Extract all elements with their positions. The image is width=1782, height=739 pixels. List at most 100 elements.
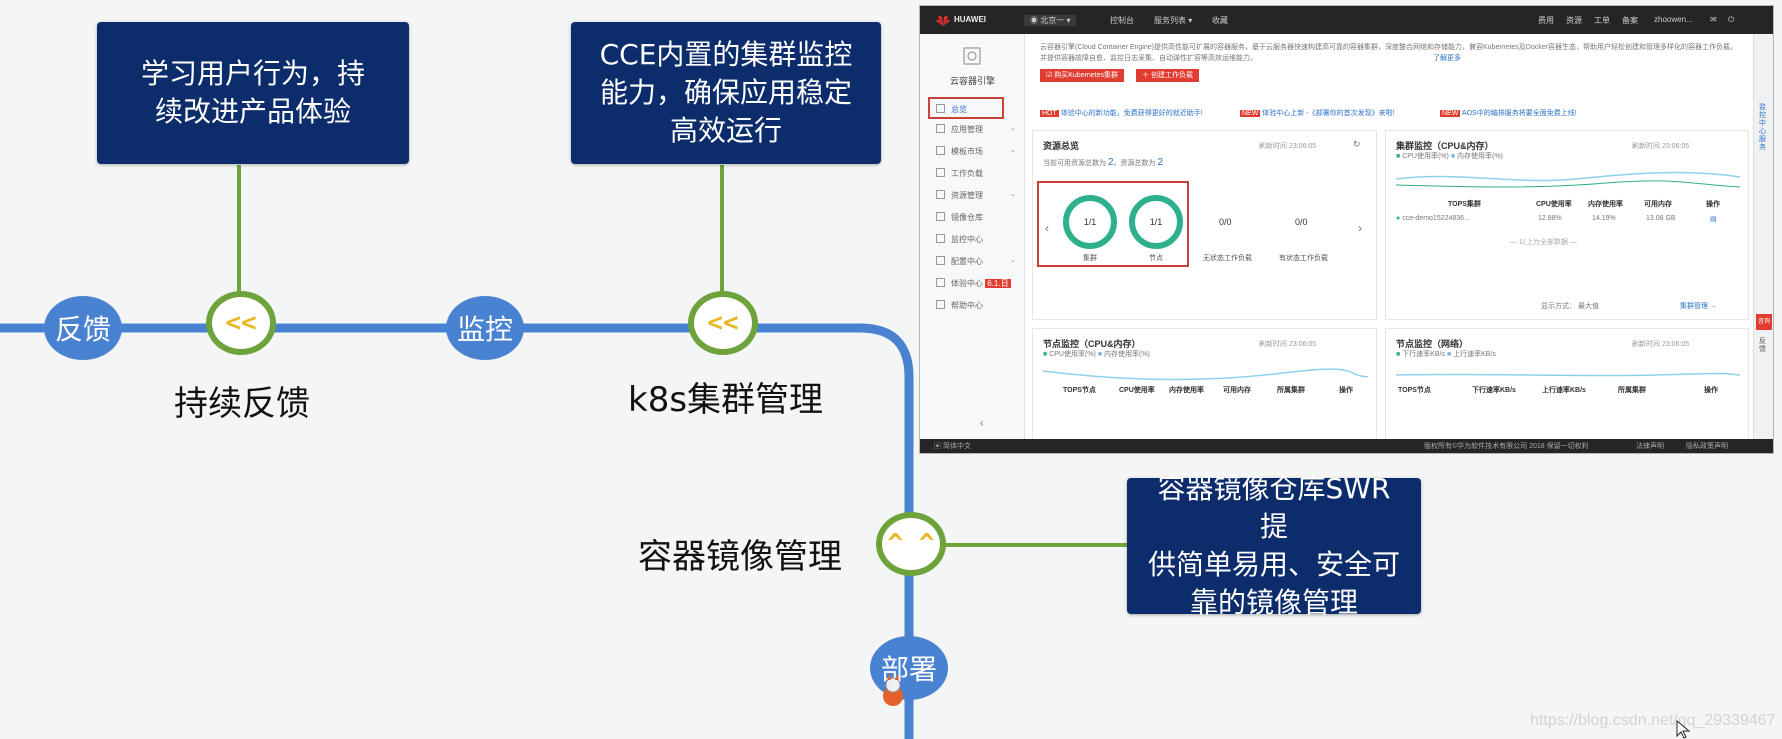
node-net-th-op: 操作 bbox=[1704, 387, 1718, 394]
experience-badge: 6.1.日 bbox=[985, 279, 1011, 288]
nav-filing[interactable]: 备案 bbox=[1622, 16, 1638, 25]
cluster-th-mem: 内存使用率 bbox=[1588, 201, 1623, 208]
image-repo-icon bbox=[936, 212, 945, 221]
chevron-down-icon: ⌄ bbox=[1010, 147, 1016, 154]
gauge-stateless-label: 无状态工作负载 bbox=[1203, 255, 1252, 262]
copyright: 版权所有©华为软件技术有限公司 2018 保留一切权利 bbox=[1424, 443, 1589, 450]
news-new-1[interactable]: NEW 体验中心上新 -《部署你的首次发现》来啦! bbox=[1240, 110, 1395, 117]
legal-link[interactable]: 法律声明 bbox=[1636, 443, 1664, 450]
gauge-stateless: 0/0 bbox=[1219, 217, 1232, 227]
highlight-gauges bbox=[1037, 181, 1189, 267]
console-bottombar: ▣ 简体中文 版权所有©华为软件技术有限公司 2018 保留一切权利 法律声明 … bbox=[920, 439, 1773, 453]
cluster-row-avail: 13.08 GB bbox=[1646, 215, 1676, 222]
prev-arrow-icon[interactable]: ‹ bbox=[1045, 221, 1049, 235]
nav-fee[interactable]: 费用 bbox=[1538, 16, 1554, 25]
cluster-legend: ■ CPU使用率(%) ■ 内存使用率(%) bbox=[1396, 153, 1503, 160]
callout-learn-line2: 续改进产品体验 bbox=[154, 95, 351, 128]
brand-name: HUAWEI bbox=[954, 15, 986, 24]
privacy-link[interactable]: 隐私政策声明 bbox=[1686, 443, 1728, 450]
sidebar-item-help[interactable]: 帮助中心 bbox=[936, 300, 983, 311]
gauge-stateful-label: 有状态工作负载 bbox=[1279, 255, 1328, 262]
monitor-icon bbox=[936, 234, 945, 243]
node-image-mgmt: ^ ^ bbox=[876, 512, 946, 576]
cce-console-screenshot: HUAWEI ◉ 北京一 ▾ 控制台 服务列表 ▾ 收藏 费用 资源 工单 备案… bbox=[919, 5, 1774, 454]
app-mgmt-icon bbox=[936, 124, 945, 133]
cluster-mgmt-link[interactable]: 集群管理 → bbox=[1680, 303, 1717, 310]
nav-resource[interactable]: 资源 bbox=[1566, 16, 1582, 25]
callout-learn-behavior: 学习用户行为，持 续改进产品体验 bbox=[97, 22, 409, 164]
cce-logo-icon bbox=[963, 47, 981, 65]
sidebar-item-image-repo[interactable]: 镜像仓库 bbox=[936, 212, 983, 223]
node-net-th-name: TOPS节点 bbox=[1398, 387, 1431, 394]
language-selector[interactable]: ▣ 简体中文 bbox=[934, 443, 971, 450]
sidebar-item-experience[interactable]: 体验中心 6.1.日 bbox=[936, 278, 1011, 289]
mascot-icon bbox=[883, 674, 903, 706]
node-cpu-panel: 节点监控（CPU&内存） 刷新时间 23:06:05 ■ CPU使用率(%) ■… bbox=[1032, 328, 1377, 440]
cluster-row-mem: 14.19% bbox=[1592, 215, 1616, 222]
console-sidebar: 云容器引擎 总览 应用管理 ⌄ 模板市场 ⌄ 工作负载 资源管理 ⌄ 镜像仓库 … bbox=[920, 34, 1025, 439]
callout-swr-line2: 供简单易用、安全可 bbox=[1147, 548, 1400, 581]
node-net-legend: ■ 下行速率KB/s ■ 上行速率KB/s bbox=[1396, 351, 1496, 358]
console-right-rail: 监控中心服务 咨询 反馈 bbox=[1753, 34, 1773, 439]
gauge-node-label: 节点 bbox=[1149, 255, 1163, 262]
node-net-th-cluster: 所属集群 bbox=[1618, 387, 1646, 394]
sidebar-item-overview[interactable]: 总览 bbox=[936, 104, 967, 115]
node-net-th-up: 上行速率KB/s bbox=[1542, 387, 1586, 394]
sidebar-title: 云容器引擎 bbox=[950, 76, 996, 86]
next-arrow-icon[interactable]: › bbox=[1358, 221, 1362, 235]
news-hot[interactable]: HOT 体验中心的新功能，免费获得更好的就近助手! bbox=[1040, 110, 1203, 117]
workload-icon bbox=[936, 168, 945, 177]
main-line bbox=[0, 323, 914, 739]
node-net-sparkline bbox=[1396, 372, 1740, 377]
cluster-monitor-panel: 集群监控（CPU&内存） 刷新时间 23:06:05 ■ CPU使用率(%) ■… bbox=[1385, 130, 1749, 320]
callout-cce-line2: 能力，确保应用稳定 bbox=[599, 76, 852, 109]
collapse-sidebar-icon[interactable]: ‹ bbox=[980, 418, 984, 429]
callout-swr: 容器镜像仓库SWR提 供简单易用、安全可 靠的镜像管理 bbox=[1127, 472, 1421, 619]
gauge-cluster: 1/1 bbox=[1063, 195, 1117, 249]
power-icon[interactable]: ⏻ bbox=[1728, 15, 1735, 24]
node-net-title: 节点监控（网络） bbox=[1396, 339, 1469, 349]
node-k8s-cluster: << bbox=[688, 291, 758, 355]
node-cpu-th-cpu: CPU使用率 bbox=[1119, 387, 1155, 394]
cluster-th-name: TOPS集群 bbox=[1448, 201, 1481, 208]
rail-feedback[interactable]: 反馈 bbox=[1759, 338, 1766, 353]
create-workload-button[interactable]: ＋ 创建工作负载 bbox=[1136, 69, 1199, 82]
node-cpu-title: 节点监控（CPU&内存） bbox=[1043, 339, 1141, 349]
node-cpu-legend: ■ CPU使用率(%) ■ 内存使用率(%) bbox=[1043, 351, 1150, 358]
help-icon bbox=[936, 300, 945, 309]
station-feedback: 反馈 bbox=[44, 296, 122, 360]
cluster-footer-display: 显示方式： 最大值 bbox=[1541, 303, 1599, 310]
rail-consult[interactable]: 咨询 bbox=[1756, 314, 1772, 330]
learn-more-link[interactable]: 了解更多 bbox=[1430, 53, 1461, 63]
nav-ticket[interactable]: 工单 bbox=[1594, 16, 1610, 25]
refresh-icon[interactable]: ↻ bbox=[1353, 139, 1361, 149]
callout-swr-line1: 容器镜像仓库SWR提 bbox=[1157, 472, 1391, 543]
label-k8s-cluster: k8s集群管理 bbox=[628, 380, 824, 420]
sidebar-item-template[interactable]: 模板市场 bbox=[936, 146, 983, 157]
sidebar-item-app-mgmt[interactable]: 应用管理 bbox=[936, 124, 983, 135]
buy-cluster-button[interactable]: ☑ 购买Kubernetes集群 bbox=[1040, 69, 1125, 82]
message-icon[interactable]: ✉ bbox=[1710, 15, 1717, 24]
callout-swr-line3: 靠的镜像管理 bbox=[1189, 586, 1358, 619]
sidebar-item-config[interactable]: 配置中心 bbox=[936, 256, 983, 267]
mouse-cursor-icon bbox=[1676, 720, 1691, 739]
chevron-down-icon: ⌄ bbox=[1010, 191, 1016, 198]
nav-console[interactable]: 控制台 bbox=[1110, 16, 1134, 25]
nav-service-list[interactable]: 服务列表 ▾ bbox=[1154, 16, 1193, 25]
sidebar-item-monitor[interactable]: 监控中心 bbox=[936, 234, 983, 245]
resource-summary: 当前可用资源总数为 2，资源总数为 2 bbox=[1043, 157, 1164, 168]
user-menu[interactable]: zhoowen... bbox=[1654, 15, 1693, 24]
nav-favorites[interactable]: 收藏 bbox=[1212, 16, 1228, 25]
sidebar-item-workload[interactable]: 工作负载 bbox=[936, 168, 983, 179]
cluster-row-op-icon[interactable]: ▤ bbox=[1710, 216, 1717, 223]
region-selector[interactable]: ◉ 北京一 ▾ bbox=[1024, 15, 1077, 26]
rail-monitor[interactable]: 监控中心服务 bbox=[1759, 104, 1766, 151]
news-new-2[interactable]: NEW AOS中的编排服务将要全面免费上线! bbox=[1440, 110, 1577, 117]
cluster-th-op: 操作 bbox=[1706, 201, 1720, 208]
gauge-node: 1/1 bbox=[1129, 195, 1183, 249]
sidebar-item-resource[interactable]: 资源管理 bbox=[936, 190, 983, 201]
cluster-row-name[interactable]: ● cce-demo15224836... bbox=[1396, 215, 1470, 222]
callout-cce-line1: CCE内置的集群监控 bbox=[599, 38, 853, 71]
gauge-stateful: 0/0 bbox=[1295, 217, 1308, 227]
cluster-panel-time: 刷新时间 23:06:05 bbox=[1632, 143, 1690, 150]
